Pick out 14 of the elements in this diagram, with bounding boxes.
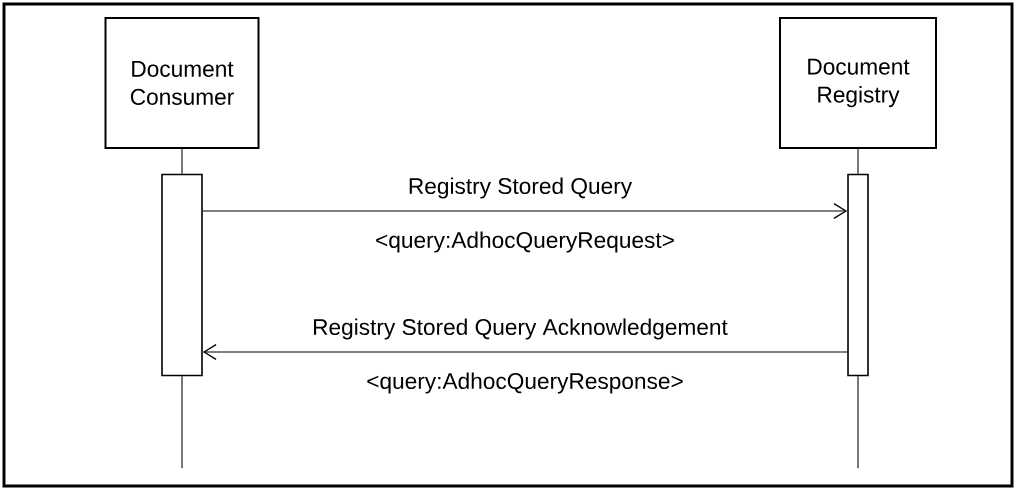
activation-bar xyxy=(847,173,869,377)
message-type-label: <query:AdhocQueryResponse> xyxy=(367,372,683,394)
lifeline xyxy=(181,375,183,469)
message-type-label: <query:AdhocQueryRequest> xyxy=(376,231,674,253)
lifeline-box: Document Registry xyxy=(779,17,937,149)
lifeline-box: Document Consumer xyxy=(104,17,260,149)
lifeline xyxy=(857,375,859,469)
message-label: Registry Stored Query xyxy=(406,176,634,200)
message-label: Registry Stored Query Acknowledgement xyxy=(310,317,730,341)
message-arrow xyxy=(202,203,848,219)
message-arrow xyxy=(202,344,848,360)
activation-bar xyxy=(161,173,203,377)
lifeline xyxy=(181,148,183,175)
lifeline xyxy=(857,148,859,175)
